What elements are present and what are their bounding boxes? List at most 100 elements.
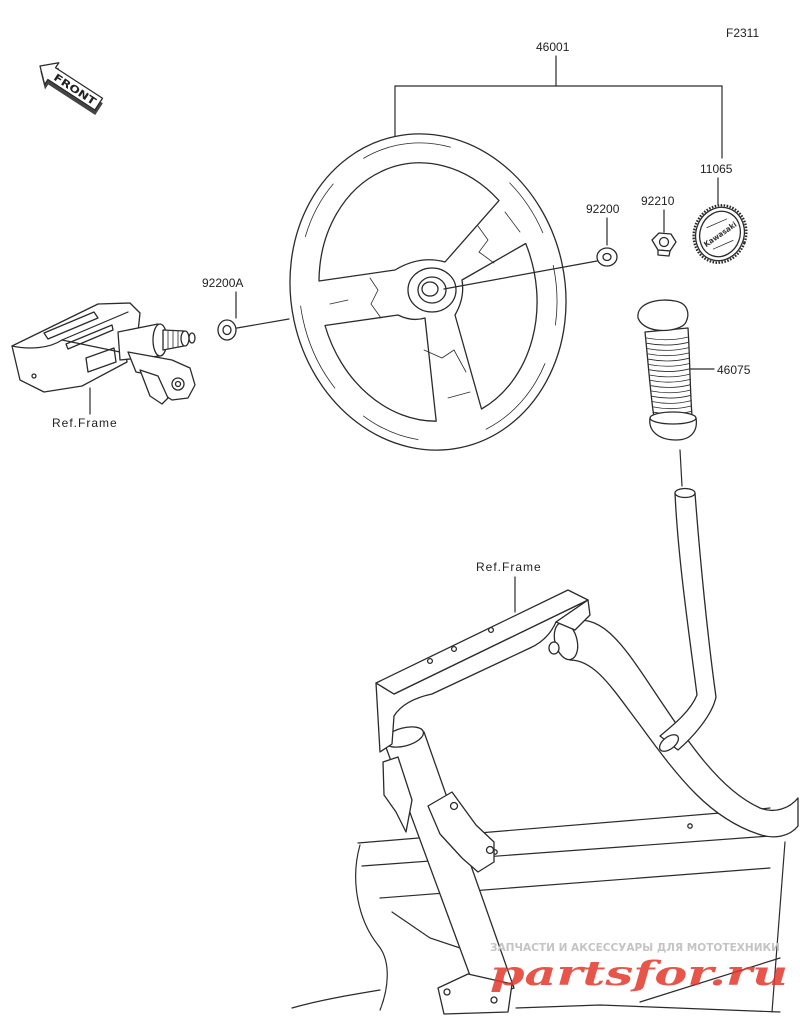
callout-label-11065: 11065	[700, 162, 733, 176]
bracket-rod	[61, 339, 121, 353]
panel-outline	[291, 989, 381, 1009]
panel-outline	[515, 1004, 781, 1013]
front-arrow-icon: FRONT	[39, 62, 104, 115]
leader-line	[236, 318, 290, 329]
diagram-code: F2311	[726, 26, 759, 40]
horn-cap-face	[698, 210, 742, 258]
grip-rib	[651, 394, 692, 399]
callout-label-92200: 92200	[586, 202, 620, 216]
grip-rib	[646, 341, 690, 346]
grip-body	[644, 327, 693, 419]
bracket-hole	[31, 373, 37, 379]
panel-outline	[355, 844, 388, 1011]
mount-arm-leg	[139, 369, 169, 405]
callout-grip: 46075	[679, 363, 751, 487]
grip-rib	[650, 379, 691, 383]
front-arrow-face	[39, 62, 104, 111]
callout-horn-cap: 11065 Kawasaki	[692, 162, 748, 264]
plate-hole	[450, 645, 458, 653]
grip-rib	[648, 363, 690, 367]
wheel-opening-upper	[318, 162, 500, 282]
spoke-ridge-lower	[423, 349, 467, 373]
grip-rib	[648, 357, 690, 362]
grip-rib	[652, 405, 692, 410]
grip-rib	[647, 352, 690, 357]
watermark-tagline: ЗАПЧАСТИ И АКСЕССУАРЫ ДЛЯ МОТОТЕХНИКИ	[490, 941, 780, 954]
spoke-ridge-upper	[477, 225, 495, 264]
callout-label-92210: 92210	[641, 194, 675, 208]
leader-line	[679, 449, 683, 487]
plate-front-face	[375, 599, 589, 753]
wheel-opening-right	[454, 242, 538, 410]
column-mount-arm	[127, 351, 196, 405]
panel-outline	[771, 841, 786, 1013]
grip-rib	[649, 368, 691, 372]
watermark-logo: partsfor.ru	[490, 954, 788, 994]
horn-cap: Kawasaki	[692, 204, 748, 264]
clamp-hole	[449, 801, 459, 811]
callout-ref-frame-bar: Ref.Frame	[476, 560, 542, 613]
tube-clamp	[427, 791, 495, 873]
mount-arm-hole-inner	[174, 380, 182, 388]
grip-rib	[646, 336, 689, 341]
steering-column-bracket	[11, 302, 141, 393]
steering-wheel	[289, 133, 567, 451]
grip-flange-edge	[649, 411, 697, 425]
washer-hole	[602, 252, 612, 262]
tube-side-tab	[382, 756, 413, 833]
callout-nut: 92210	[641, 194, 677, 257]
handlebar-tube	[658, 487, 717, 752]
nut-bore	[658, 236, 670, 248]
grip-ribs	[646, 336, 693, 415]
nut-side	[657, 249, 671, 257]
washer-hole	[222, 324, 232, 336]
wheel-hub-nut	[421, 281, 439, 297]
wheel-rim-groove	[298, 142, 558, 442]
steering-shaft	[117, 323, 196, 361]
clamp-hole	[485, 845, 495, 855]
callout-washer: 92200	[443, 202, 620, 290]
base-plate-hole	[490, 996, 498, 1004]
spoke-ridge-lower	[447, 391, 471, 399]
emblem-stripe	[706, 218, 728, 229]
callout-label-92200A: 92200A	[202, 276, 243, 290]
watermark: ЗАПЧАСТИ И АКСЕССУАРЫ ДЛЯ МОТОТЕХНИКИ pa…	[490, 941, 788, 994]
callout-label-ref-frame: Ref.Frame	[52, 416, 118, 430]
bracket-slot	[43, 311, 99, 340]
grip-rib	[651, 389, 692, 394]
grip-rib	[649, 373, 691, 378]
bracket-window	[85, 347, 117, 373]
frame-vertical-tube	[382, 726, 515, 1015]
frame-mount-plate	[375, 589, 591, 753]
panel-outline	[639, 957, 781, 1003]
leader-line	[443, 260, 598, 290]
handlebar-tube-top	[674, 487, 696, 499]
plate-tab	[548, 641, 560, 655]
emblem-stripe	[712, 239, 734, 250]
callout-label-46001: 46001	[536, 40, 570, 54]
wheel-opening-lower	[324, 314, 437, 422]
callout-label-ref-frame: Ref.Frame	[476, 560, 542, 574]
grip-rib	[652, 400, 692, 404]
handlebar-tube-body	[659, 492, 717, 751]
hand-grip	[637, 299, 698, 441]
spoke-ridge-upper	[504, 211, 521, 233]
callout-ref-frame-column: Ref.Frame	[52, 387, 118, 430]
grip-rib	[650, 384, 691, 388]
curved-tube	[565, 619, 799, 838]
callout-washer-a: 92200A	[202, 276, 290, 341]
grip-top-cap	[637, 299, 689, 332]
handlebar-tube-bottom	[658, 734, 680, 752]
callout-steering-wheel: 46001	[394, 40, 723, 159]
plate-end-face	[555, 599, 591, 631]
base-plate-hole	[443, 988, 451, 996]
shaft-tip	[188, 332, 196, 344]
plate-hole	[426, 657, 434, 665]
grip-rib	[647, 347, 690, 351]
panel-outline	[391, 911, 473, 953]
spoke-ridge-left	[329, 299, 349, 305]
shaft-end	[180, 330, 190, 347]
spoke-ridge-left	[369, 277, 382, 319]
plate-hole	[487, 626, 495, 634]
